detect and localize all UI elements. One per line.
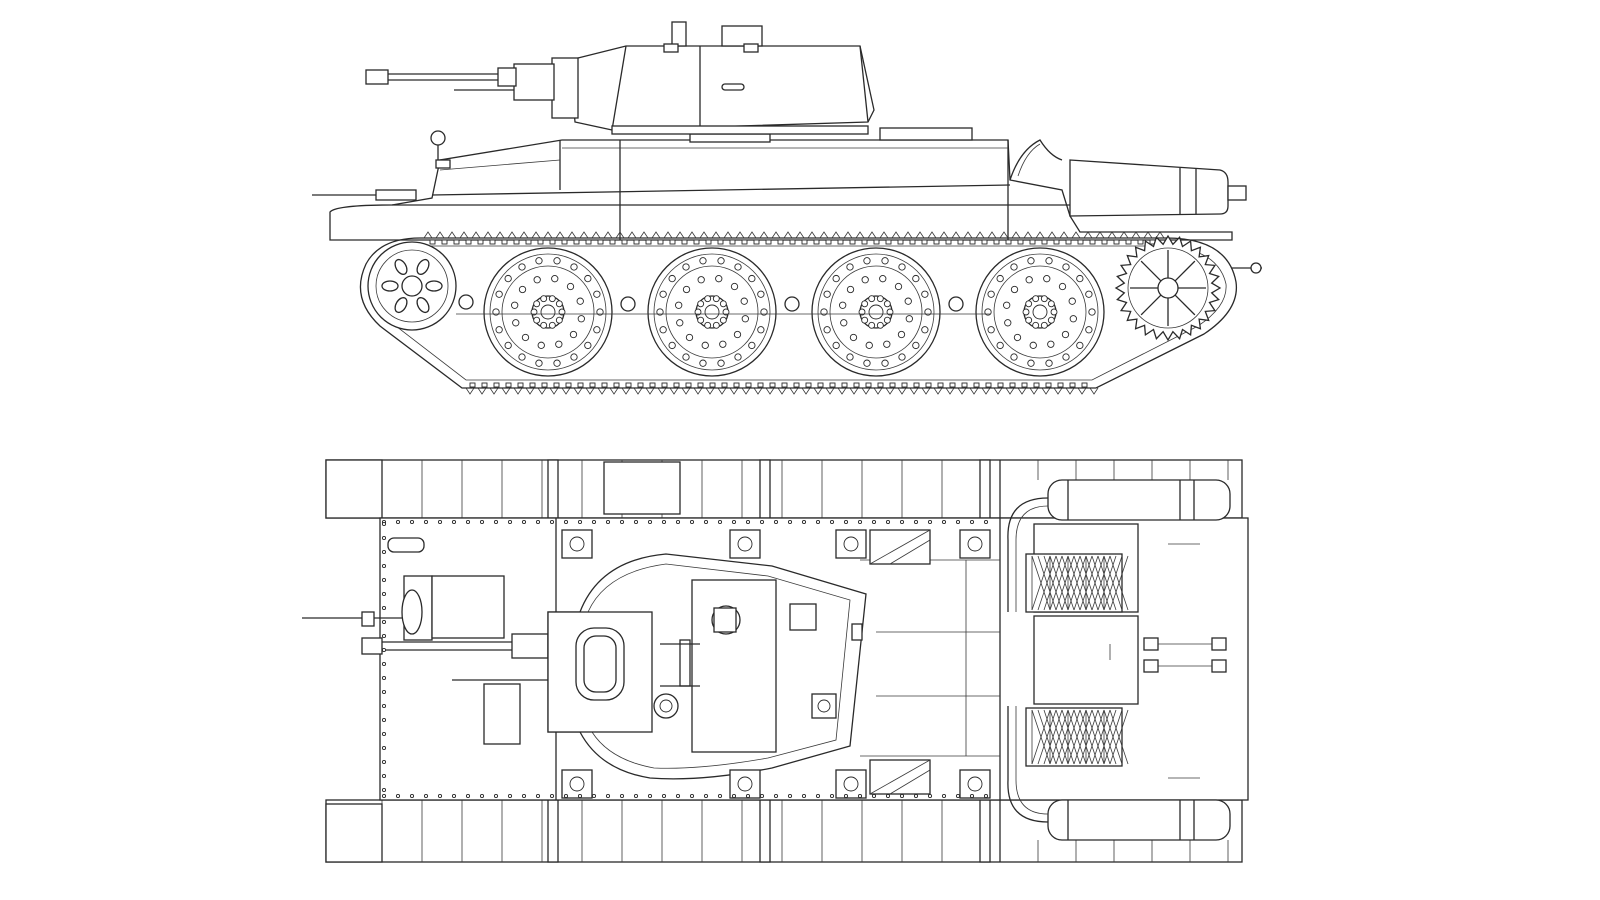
track-guard-segments xyxy=(325,459,1229,863)
side-view xyxy=(312,21,1262,395)
road-wheel xyxy=(483,247,613,377)
road-wheel xyxy=(811,247,941,377)
drive-sprocket xyxy=(1114,234,1222,342)
idler-wheel xyxy=(367,241,457,331)
corner-fittings xyxy=(561,529,991,799)
top-view xyxy=(302,459,1249,863)
exhaust-silencer xyxy=(1009,139,1247,217)
turret-top xyxy=(547,553,867,780)
road-wheel xyxy=(647,247,777,377)
track-outline xyxy=(359,237,1238,389)
hull-side xyxy=(312,127,1233,241)
turret-side xyxy=(365,21,875,135)
side-rails xyxy=(381,519,989,799)
engine-deck xyxy=(1025,523,1227,779)
road-wheels xyxy=(483,247,1105,377)
road-wheel xyxy=(975,247,1105,377)
track-teeth xyxy=(423,231,1165,395)
exhaust-silencers-top xyxy=(1007,479,1231,841)
suspension-brackets xyxy=(456,262,1262,315)
